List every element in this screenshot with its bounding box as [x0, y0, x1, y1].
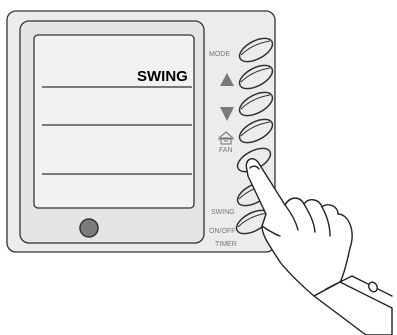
fan-label: FAN	[219, 147, 233, 154]
lcd-screen	[34, 35, 194, 208]
round-button[interactable]	[80, 219, 98, 237]
mode-label: MODE	[209, 51, 230, 58]
swing-label: SWING	[211, 209, 235, 216]
lcd-swing-text: SWING	[137, 68, 188, 85]
timer-label: TIMER	[215, 241, 237, 248]
onoff-label: ON/OFF	[209, 228, 235, 235]
